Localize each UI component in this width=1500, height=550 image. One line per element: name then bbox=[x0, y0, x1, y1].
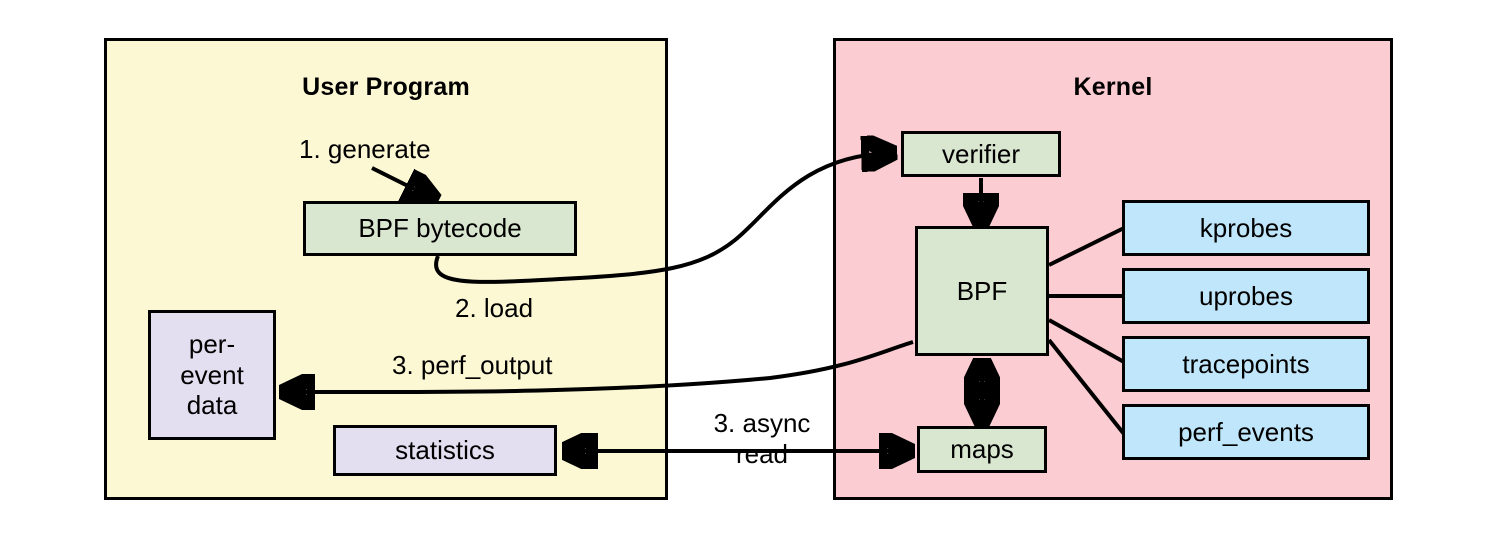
node-bpf[interactable]: BPF bbox=[915, 226, 1049, 356]
edge-label-perf-output: 3. perf_output bbox=[392, 350, 553, 380]
edge-label-async-read: 3. async read bbox=[692, 408, 832, 470]
user-program-title: User Program bbox=[302, 73, 470, 101]
node-verifier-label: verifier bbox=[941, 138, 1020, 169]
node-bpf-bytecode-label: BPF bytecode bbox=[358, 213, 522, 244]
edge-label-async-read-line2: read bbox=[735, 439, 789, 470]
node-perf-events[interactable]: perf_events bbox=[1122, 404, 1370, 460]
node-tracepoints[interactable]: tracepoints bbox=[1122, 336, 1370, 392]
node-per-event-data-line2: event bbox=[180, 359, 244, 390]
node-per-event-data[interactable]: per- event data bbox=[148, 310, 276, 440]
node-statistics-label: statistics bbox=[395, 435, 495, 466]
edge-bpf-perf-events bbox=[1047, 338, 1126, 436]
node-tracepoints-label: tracepoints bbox=[1182, 348, 1310, 379]
edge-bpf-kprobes bbox=[1048, 226, 1125, 267]
edge-label-load: 2. load bbox=[455, 293, 534, 323]
edge-label-async-read-line1: 3. async bbox=[713, 408, 811, 438]
kernel-title: Kernel bbox=[1073, 73, 1153, 101]
node-uprobes[interactable]: uprobes bbox=[1122, 268, 1370, 324]
edge-label-generate: 1. generate bbox=[299, 134, 431, 164]
node-kprobes[interactable]: kprobes bbox=[1122, 200, 1370, 256]
edge-load bbox=[434, 153, 890, 284]
node-uprobes-label: uprobes bbox=[1199, 280, 1293, 311]
node-perf-events-label: perf_events bbox=[1178, 416, 1314, 447]
edge-bpf-tracepoints bbox=[1048, 318, 1125, 364]
edge-generate bbox=[371, 166, 432, 198]
node-maps-label: maps bbox=[950, 434, 1014, 465]
node-statistics[interactable]: statistics bbox=[333, 425, 557, 476]
node-bpf-label: BPF bbox=[956, 275, 1008, 306]
node-maps[interactable]: maps bbox=[917, 426, 1047, 473]
node-per-event-data-line3: data bbox=[186, 390, 238, 421]
edge-perf-output bbox=[286, 340, 914, 392]
node-verifier[interactable]: verifier bbox=[901, 131, 1061, 177]
node-bpf-bytecode[interactable]: BPF bytecode bbox=[303, 201, 577, 256]
node-kprobes-label: kprobes bbox=[1199, 212, 1293, 243]
node-per-event-data-line1: per- bbox=[188, 328, 236, 359]
